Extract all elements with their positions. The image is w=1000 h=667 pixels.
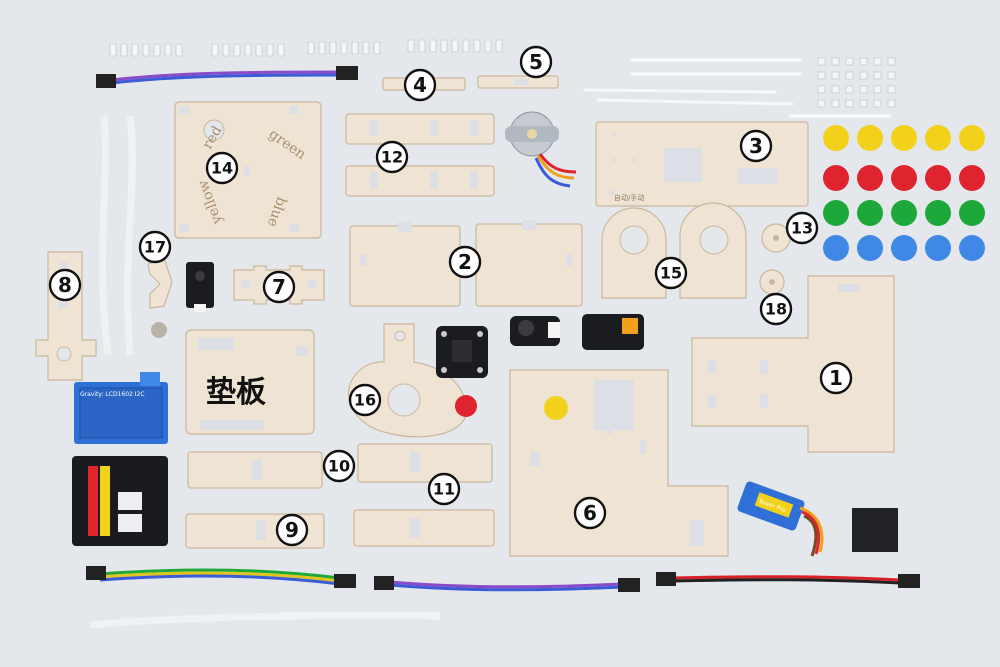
svg-text:12: 12: [381, 148, 403, 167]
label-11: 11: [427, 472, 461, 506]
panel-3-mark: 自动/手动: [614, 193, 644, 202]
part-3-panel: 自动/手动: [595, 121, 809, 207]
label-14: 14: [205, 151, 239, 185]
part-5-stick: [477, 75, 559, 89]
sensor-module-1: [186, 262, 214, 312]
cable-top-left: [96, 66, 358, 88]
part-14-plate: red green blue yellow: [174, 101, 322, 239]
ribbon-cables: [99, 115, 136, 356]
expansion-shield: [72, 456, 168, 546]
part-1-plate: [691, 275, 895, 453]
label-10: 10: [322, 449, 356, 483]
ribbon-cable-bottom: [89, 612, 441, 629]
base-plate: 垫板: [185, 329, 315, 435]
label-7: 7: [262, 270, 296, 304]
svg-text:1: 1: [829, 366, 843, 390]
part-18-disc: [759, 269, 785, 295]
module-sensor-2: [582, 314, 644, 350]
lcd-board-text: Gravity: LCD1602 I2C: [80, 391, 145, 398]
label-15: 15: [654, 256, 688, 290]
label-5: 5: [519, 45, 553, 79]
label-18: 18: [759, 292, 793, 326]
part-11-bars: [353, 443, 495, 547]
label-4: 4: [403, 68, 437, 102]
label-13: 13: [785, 211, 819, 245]
svg-text:6: 6: [583, 501, 597, 525]
svg-text:5: 5: [529, 50, 543, 74]
base-plate-label: 垫板: [206, 375, 266, 410]
screw-row: [109, 39, 503, 57]
label-8: 8: [48, 268, 82, 302]
svg-text:17: 17: [144, 238, 166, 257]
svg-text:11: 11: [433, 480, 455, 499]
servo-motor: Tower Pro: [737, 481, 824, 557]
svg-text:4: 4: [413, 73, 427, 97]
svg-text:7: 7: [272, 275, 286, 299]
label-17: 17: [138, 230, 172, 264]
part-6-plate: [509, 369, 729, 557]
svg-text:18: 18: [765, 300, 787, 319]
svg-text:16: 16: [354, 391, 376, 410]
lcd-board: Gravity: LCD1602 I2C: [74, 372, 168, 444]
module-button: [510, 316, 560, 346]
label-2: 2: [448, 245, 482, 279]
label-16: 16: [348, 383, 382, 417]
part-10-bar: [187, 451, 323, 489]
part-13-disc: [761, 223, 791, 253]
part-2-panels: [349, 220, 583, 307]
label-9: 9: [275, 513, 309, 547]
svg-text:9: 9: [285, 518, 299, 542]
foam-pad: [852, 508, 898, 552]
svg-text:14: 14: [211, 159, 233, 178]
cable-ties: [583, 58, 892, 118]
red-button-cap: [455, 395, 477, 417]
cable-bottom-left: [86, 566, 356, 588]
svg-text:15: 15: [660, 264, 682, 283]
label-3: 3: [739, 129, 773, 163]
svg-text:3: 3: [749, 134, 763, 158]
label-6: 6: [573, 496, 607, 530]
part-17-cam: [147, 257, 173, 338]
cable-bottom-right: [656, 572, 920, 588]
svg-text:10: 10: [328, 457, 350, 476]
svg-text:2: 2: [458, 250, 472, 274]
label-12: 12: [375, 140, 409, 174]
nut-grid: [817, 57, 896, 108]
cable-bottom-middle: [374, 576, 640, 592]
part-12-bars: [345, 113, 495, 197]
stepper-motor: [505, 111, 577, 188]
svg-text:13: 13: [791, 219, 813, 238]
colored-caps: [823, 125, 985, 261]
label-1: 1: [819, 361, 853, 395]
module-oled: [436, 326, 488, 378]
part-15-plates: [601, 202, 747, 299]
svg-text:8: 8: [58, 273, 72, 297]
